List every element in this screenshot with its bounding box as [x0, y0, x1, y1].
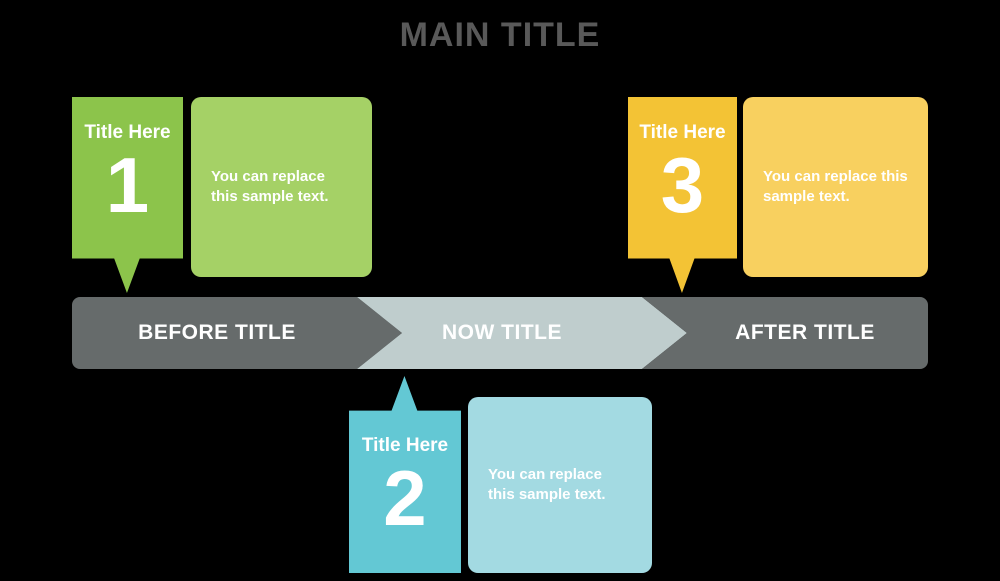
- timeline-segment-after-label: AFTER TITLE: [735, 321, 875, 344]
- card-2-tab[interactable]: Title Here 2: [349, 376, 461, 573]
- card-1-number: 1: [105, 140, 150, 229]
- card-1-tab-inner: Title Here 1: [72, 122, 183, 229]
- card-2-panel[interactable]: You can replace this sample text.: [468, 397, 652, 573]
- card-1-title: Title Here: [84, 122, 171, 143]
- card-3-panel[interactable]: You can replace this sample text.: [743, 97, 928, 277]
- card-1-body: You can replace this sample text.: [211, 167, 329, 205]
- timeline-segment-after[interactable]: AFTER TITLE: [642, 297, 928, 369]
- card-3[interactable]: Title Here 3 You can replace this sample…: [628, 97, 928, 293]
- card-2[interactable]: Title Here 2 You can replace this sample…: [349, 376, 652, 573]
- card-2-body: You can replace this sample text.: [488, 465, 606, 503]
- timeline-segment-now-label: NOW TITLE: [442, 321, 562, 344]
- card-3-title: Title Here: [639, 122, 726, 143]
- card-1-panel[interactable]: You can replace this sample text.: [191, 97, 372, 277]
- card-3-tab[interactable]: Title Here 3: [628, 97, 737, 293]
- card-3-body: You can replace this sample text.: [763, 167, 908, 205]
- timeline-band: BEFORE TITLE NOW TITLE AFTER TITLE: [72, 297, 928, 369]
- page-title: MAIN TITLE: [399, 16, 601, 54]
- timeline-segment-before[interactable]: BEFORE TITLE: [72, 297, 402, 369]
- card-3-tab-inner: Title Here 3: [628, 122, 737, 229]
- timeline-segment-before-label: BEFORE TITLE: [138, 321, 296, 344]
- card-2-number: 2: [383, 453, 427, 542]
- card-3-number: 3: [660, 140, 705, 229]
- timeline-segment-now[interactable]: NOW TITLE: [357, 297, 687, 369]
- card-2-tab-inner: Title Here 2: [349, 402, 461, 542]
- card-2-title: Title Here: [361, 435, 449, 456]
- card-1-tab[interactable]: Title Here 1: [72, 97, 183, 293]
- card-1[interactable]: Title Here 1 You can replace this sample…: [72, 97, 372, 293]
